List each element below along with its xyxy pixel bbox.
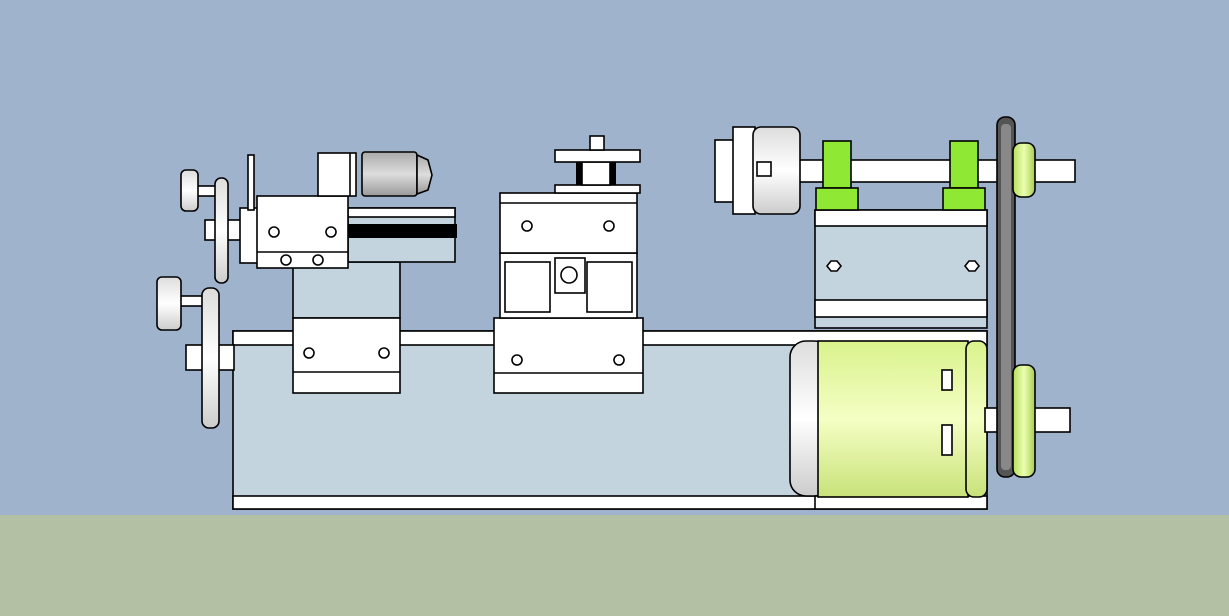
drive-belt — [996, 116, 1016, 478]
drill-chuck[interactable] — [361, 151, 433, 197]
lathe-chuck[interactable] — [714, 126, 801, 215]
motor[interactable] — [789, 340, 1071, 498]
ground-plane — [0, 515, 1229, 616]
spindle-pulley[interactable] — [1012, 142, 1036, 198]
spindle-bearing-right[interactable] — [942, 140, 986, 211]
tool-post[interactable] — [317, 152, 357, 197]
cross-slide-handwheel[interactable] — [180, 169, 261, 284]
carriage-handwheel[interactable] — [156, 276, 235, 429]
motor-pulley[interactable] — [1012, 364, 1036, 478]
headstock[interactable] — [814, 209, 988, 329]
spindle-bearing-left[interactable] — [815, 140, 859, 211]
carriage-assembly[interactable] — [493, 135, 644, 394]
cross-slide-assembly[interactable] — [239, 154, 457, 394]
